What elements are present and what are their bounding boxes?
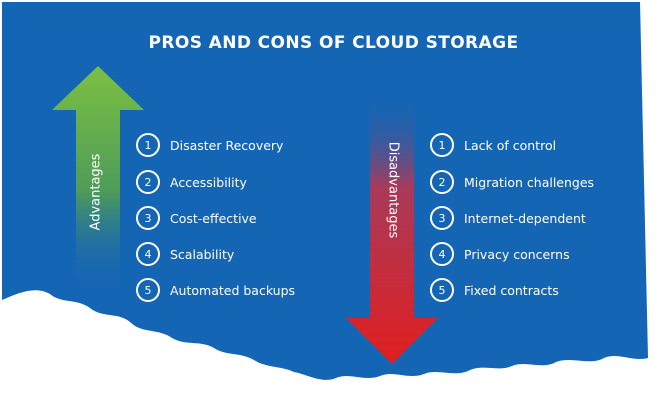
list-item: 3 Internet-dependent	[430, 205, 586, 231]
number-badge: 3	[136, 206, 160, 230]
disadvantages-label: Disadvantages	[385, 141, 401, 239]
list-item: 1 Lack of control	[430, 132, 556, 158]
list-item: 3 Cost-effective	[136, 205, 257, 231]
list-item: 4 Scalability	[136, 241, 234, 267]
number-badge: 5	[136, 278, 160, 302]
number-badge: 4	[136, 242, 160, 266]
item-label: Privacy concerns	[464, 246, 570, 262]
number-badge: 2	[136, 170, 160, 194]
number-badge: 1	[430, 133, 454, 157]
cloud-shape	[2, 2, 648, 380]
item-label: Automated backups	[170, 282, 296, 298]
item-label: Fixed contracts	[464, 282, 559, 298]
number-badge: 4	[430, 242, 454, 266]
item-label: Migration challenges	[464, 174, 595, 190]
list-item: 2 Accessibility	[136, 169, 247, 195]
page-title: PROS AND CONS OF CLOUD STORAGE	[148, 33, 519, 53]
down-arrow-icon	[346, 92, 438, 364]
item-label: Accessibility	[170, 174, 247, 190]
number-badge: 2	[430, 170, 454, 194]
list-item: 2 Migration challenges	[430, 169, 594, 195]
list-item: 4 Privacy concerns	[430, 241, 570, 267]
advantages-label: Advantages	[88, 153, 104, 231]
item-label: Disaster Recovery	[170, 137, 284, 153]
number-badge: 3	[430, 206, 454, 230]
number-badge: 5	[430, 278, 454, 302]
item-label: Scalability	[170, 246, 235, 262]
item-label: Internet-dependent	[464, 210, 586, 226]
item-label: Cost-effective	[170, 210, 257, 226]
list-item: 5 Automated backups	[136, 277, 295, 303]
number-badge: 1	[136, 133, 160, 157]
list-item: 5 Fixed contracts	[430, 277, 559, 303]
list-item: 1 Disaster Recovery	[136, 132, 283, 158]
up-arrow-icon	[52, 66, 144, 292]
item-label: Lack of control	[464, 137, 557, 153]
